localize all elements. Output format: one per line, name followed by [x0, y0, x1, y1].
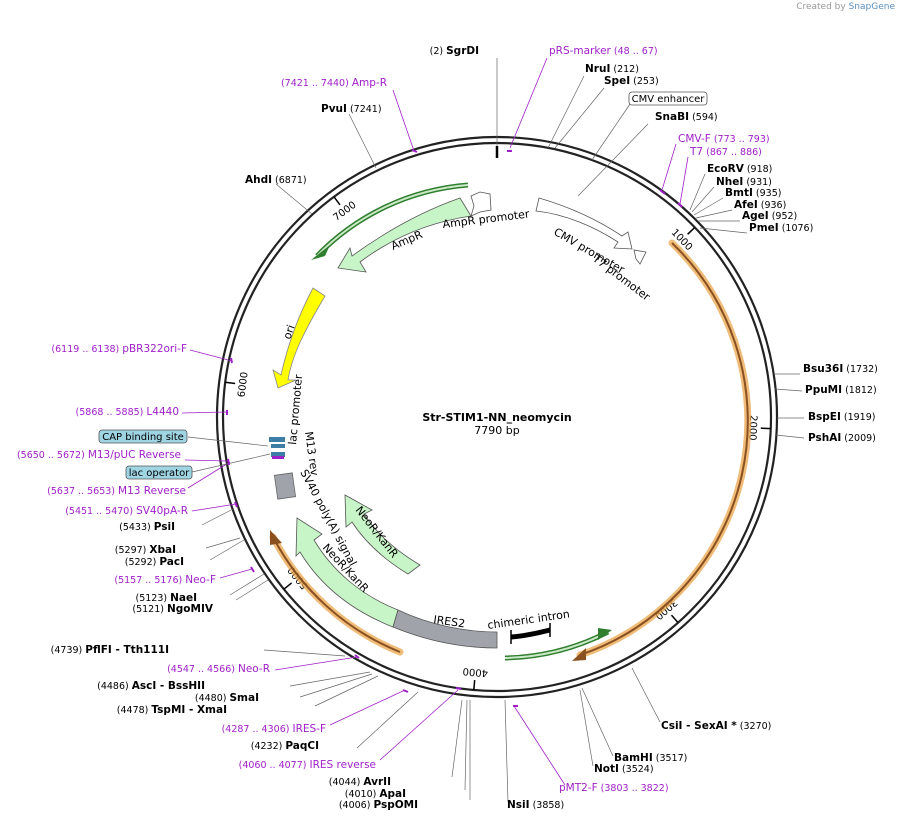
snapgene-credit: Created by SnapGene — [796, 2, 895, 12]
tick-1000 — [687, 226, 696, 235]
enzyme-32: PvuI (7241) — [321, 103, 382, 115]
sv40-polya-box[interactable] — [273, 472, 297, 500]
feature-layer — [226, 146, 752, 707]
enzyme-11: PpuMI (1812) — [805, 384, 877, 396]
tick-7000 — [333, 196, 341, 206]
primer-9: (5637 .. 5653) M13 Reverse — [47, 485, 186, 497]
enzyme-5: NheI (931) — [716, 176, 772, 188]
orange-orf-right — [576, 239, 752, 659]
enzyme-6: BmtI (935) — [725, 187, 781, 199]
primer-11: (5868 .. 5885) L4440 — [76, 406, 179, 418]
ampr-promoter-arrow[interactable] — [470, 191, 492, 217]
primer-7: (5157 .. 5176) Neo-F — [114, 574, 216, 586]
primer-8: (5451 .. 5470) SV40pA-R — [65, 505, 188, 517]
cap-site-box[interactable] — [269, 437, 285, 442]
ori-label: ori — [281, 323, 298, 341]
primer-10: (5650 .. 5672) M13/pUC Reverse — [17, 449, 181, 461]
lac-promoter-label: lac promoter — [286, 374, 305, 446]
enzyme-24: (4486) AscI - BssHII — [97, 680, 205, 692]
enzyme-29: (5297) XbaI — [115, 544, 176, 556]
cmv-promoter-arrow[interactable] — [535, 197, 633, 250]
tick-6000 — [225, 381, 236, 385]
enzyme-14: CsiI - SexAI * (3270) — [661, 720, 771, 732]
lac-operator-box[interactable] — [271, 452, 285, 457]
enzyme-1: NruI (212) — [585, 63, 639, 75]
cmv-enhancer-label: CMV enhancer — [632, 94, 706, 105]
enzyme-30: (5433) PsiI — [119, 521, 175, 533]
m13-rev-box[interactable] — [272, 456, 284, 459]
plasmid-name: Str-STIM1-NN_neomycin — [422, 411, 571, 424]
chimeric-intron-bar[interactable] — [510, 627, 551, 640]
chimeric-intron-label: chimeric intron — [487, 608, 571, 632]
tick-5000 — [283, 582, 293, 590]
enzyme-3: SnaBI (594) — [655, 111, 718, 123]
enzyme-12: BspEI (1919) — [808, 411, 875, 423]
lac-operator-label: lac operator — [129, 468, 190, 479]
enzyme-13: PshAI (2009) — [808, 432, 876, 444]
t7-promoter-label: T7 promoter — [589, 251, 653, 303]
plasmid-length: 7790 bp — [474, 424, 519, 437]
tick-label: 7000 — [331, 200, 358, 224]
cap-binding-site-label: CAP binding site — [102, 432, 184, 443]
primer-6: (4547 .. 4566) Neo-R — [167, 663, 270, 675]
tick-3000 — [670, 614, 679, 624]
ampr-arrow[interactable] — [337, 197, 472, 273]
enzyme-25: (4739) PflFI - Tth111I — [51, 644, 169, 656]
primer-13: (7421 .. 7440) Amp-R — [281, 77, 387, 89]
t7-promoter-arrow[interactable] — [633, 249, 647, 265]
credit-brand: SnapGene — [848, 2, 895, 12]
primer-3: pMT2-F (3803 .. 3822) — [559, 782, 669, 794]
enzyme-19: (4010) ApaI — [345, 788, 406, 800]
tick-4000 — [473, 679, 476, 691]
neor-outer-arrow[interactable] — [295, 517, 399, 628]
m13-rev-label: M13 rev — [302, 431, 321, 477]
ori-arrow[interactable] — [272, 287, 326, 389]
enzyme-labels: (2) SgrDI NruI (212)SpeI (253) SnaBI (594)… — [51, 45, 878, 811]
enzyme-18: (4006) PspOMI — [339, 799, 418, 811]
primer-0: pRS-marker (48 .. 67) — [549, 45, 658, 57]
primer-labels: pRS-marker (48 .. 67)CMV-F (773 .. 793)T… — [17, 45, 770, 794]
leader-lines — [181, 57, 805, 803]
enzyme-10: Bsu36I (1732) — [803, 363, 878, 375]
neor-inner-arrow[interactable] — [344, 494, 421, 575]
tick-label: 6000 — [236, 371, 250, 398]
enzyme-22: (4478) TspMI - XmaI — [117, 704, 227, 716]
enzyme-21: (4232) PaqCI — [251, 740, 319, 752]
tick-label: 4000 — [462, 665, 488, 678]
boxed-feature-labels: CMV enhancer CAP binding site lac operat… — [98, 91, 708, 480]
ires2-box[interactable] — [392, 609, 498, 649]
enzyme-20: (4044) AvrII — [329, 776, 391, 788]
enzyme-8: AgeI (952) — [742, 210, 797, 222]
enzyme-15: BamHI (3517) — [614, 752, 687, 764]
primer-5: (4287 .. 4306) IRES-F — [222, 723, 326, 735]
enzyme-2: SpeI (253) — [604, 75, 659, 87]
primer-4: (4060 .. 4077) IRES reverse — [239, 759, 376, 771]
enzyme-4: EcoRV (918) — [707, 163, 772, 175]
enzyme-0: (2) SgrDI — [430, 45, 479, 57]
primer-12: (6119 .. 6138) pBR322ori-F — [51, 343, 187, 355]
enzyme-26: (5121) NgoMIV — [132, 603, 213, 615]
enzyme-9: PmeI (1076) — [749, 222, 813, 234]
enzyme-23: (4480) SmaI — [195, 692, 259, 704]
primer-2: T7 (867 .. 886) — [689, 146, 762, 158]
enzyme-28: (5292) PacI — [125, 556, 184, 568]
enzyme-27: (5123) NaeI — [135, 592, 197, 604]
enzyme-17: NsiI (3858) — [507, 799, 564, 811]
ires2-label: IRES2 — [433, 613, 466, 630]
primer-1: CMV-F (773 .. 793) — [678, 133, 770, 145]
credit-prefix: Created by — [796, 2, 846, 12]
enzyme-31: AhdI (6871) — [245, 174, 307, 186]
enzyme-16: NotI (3524) — [594, 763, 654, 775]
enzyme-7: AfeI (936) — [734, 199, 786, 211]
